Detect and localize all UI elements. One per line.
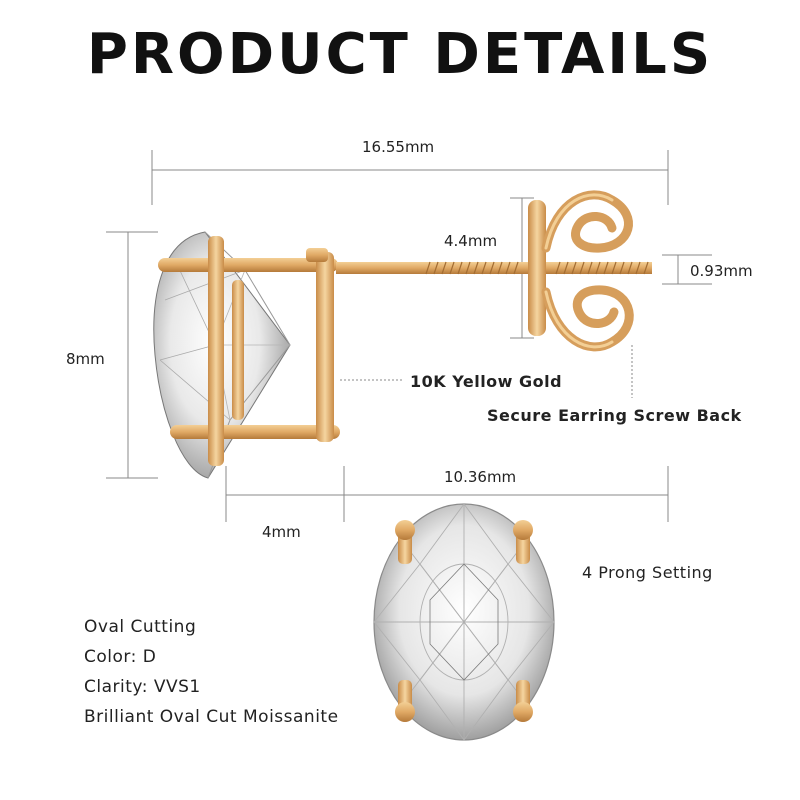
post-length-label: 10.36mm [444, 468, 517, 486]
post-diameter-label: 0.93mm [690, 262, 753, 280]
spec-cut: Oval Cutting [84, 617, 197, 637]
setting-depth-label: 4mm [262, 523, 301, 541]
metal-callout: 10K Yellow Gold [410, 372, 563, 391]
prong-setting-callout: 4 Prong Setting [582, 563, 713, 582]
spec-color: Color: D [84, 647, 157, 667]
oval-stud-earring-icon [373, 503, 555, 741]
round-stud-earring-icon [153, 231, 652, 479]
stone-height-label: 8mm [66, 350, 105, 368]
screw-back-callout: Secure Earring Screw Back [487, 406, 742, 425]
spec-stone: Brilliant Oval Cut Moissanite [84, 707, 339, 727]
page-title: PRODUCT DETAILS [86, 22, 714, 87]
spec-clarity: Clarity: VVS1 [84, 677, 201, 697]
screw-back-icon [528, 190, 634, 352]
back-height-label: 4.4mm [444, 232, 498, 250]
total-length-label: 16.55mm [362, 138, 435, 156]
dimension-lines [106, 150, 712, 522]
